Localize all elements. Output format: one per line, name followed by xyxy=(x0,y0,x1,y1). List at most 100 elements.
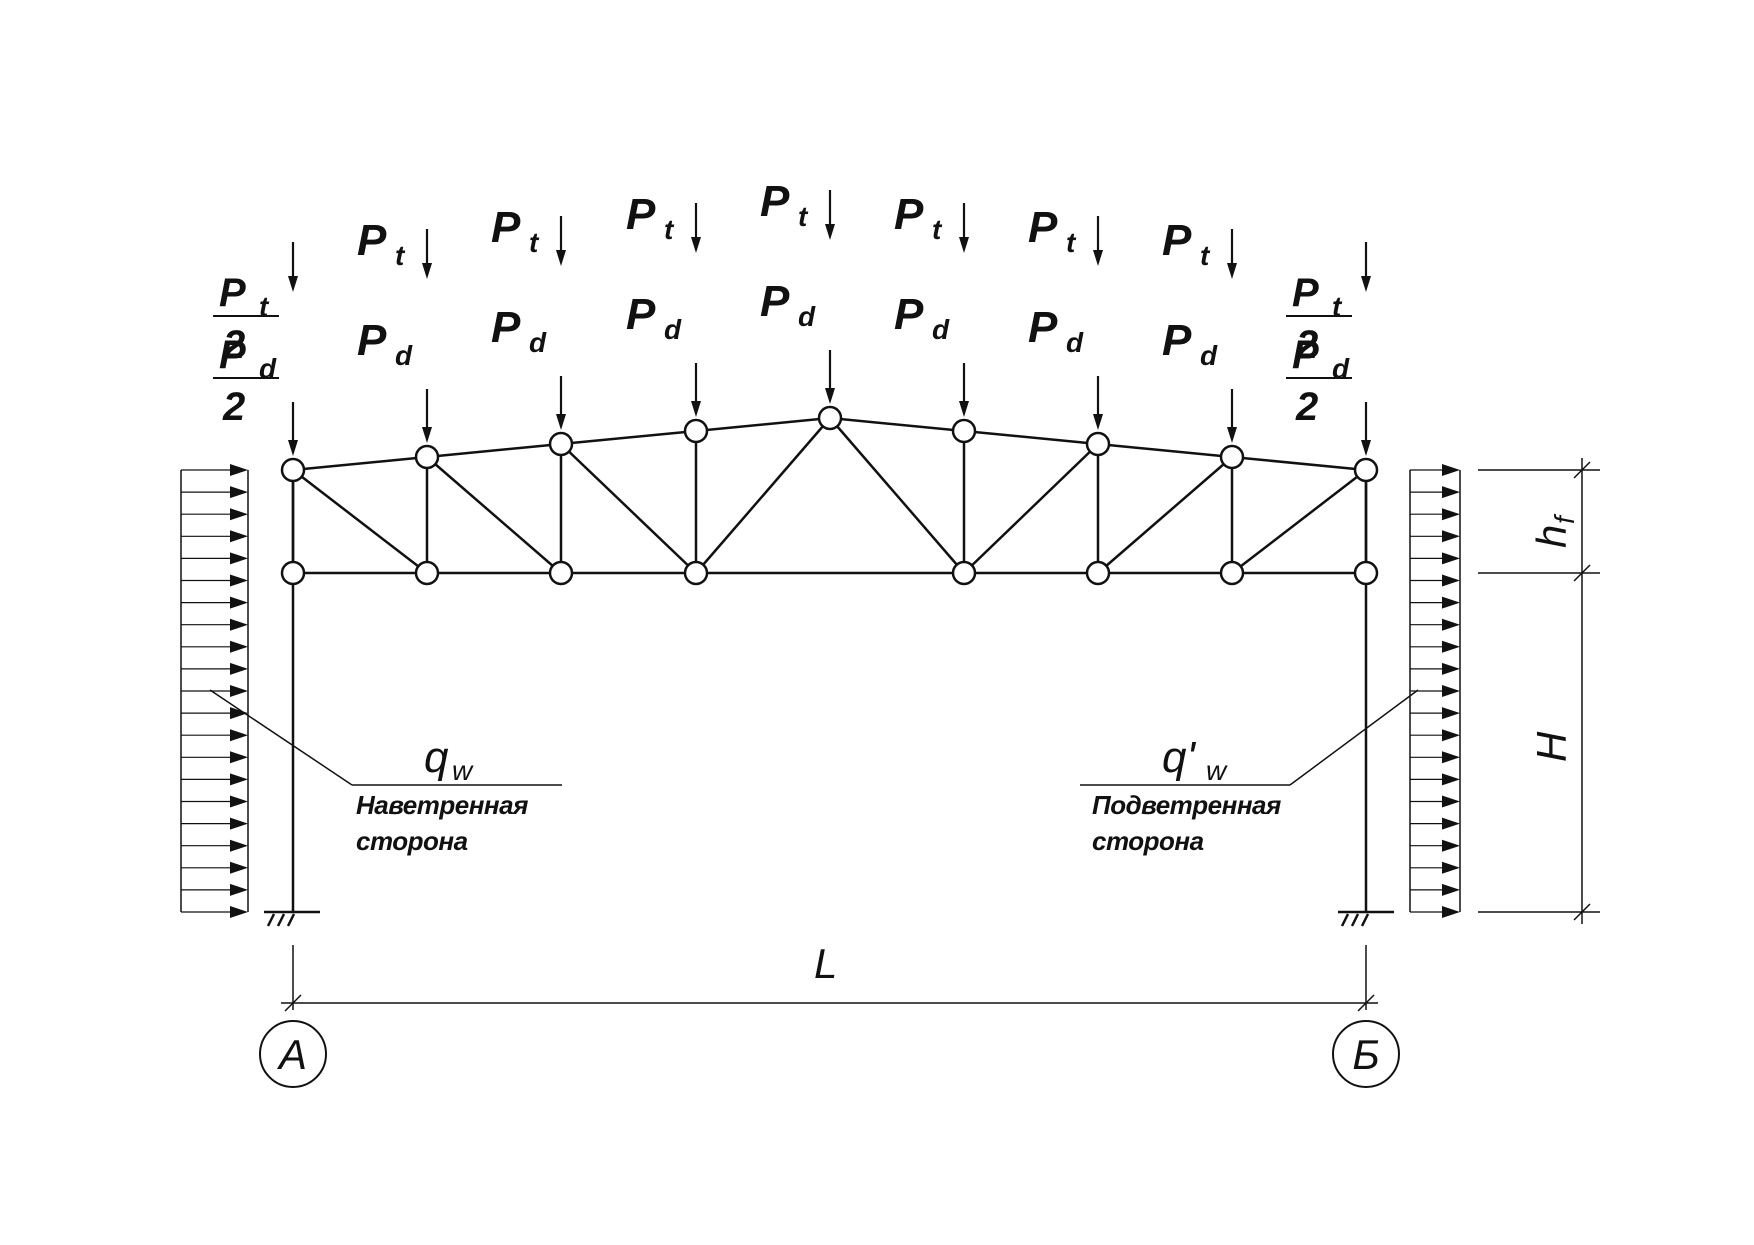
windward-wind-arrow-head xyxy=(230,464,248,476)
pt-load-label-sub: t xyxy=(664,214,675,245)
pd-load-arrow-head xyxy=(288,440,298,456)
diagonal-member xyxy=(560,443,697,574)
truss-height-sub: f xyxy=(1549,513,1580,524)
joint-node xyxy=(548,560,574,586)
pt-load-arrow xyxy=(1361,242,1371,292)
pt-load-label-sub: t xyxy=(932,214,943,245)
pd-load-label-sub: d xyxy=(664,314,682,345)
pd-half-load-label-sub: d xyxy=(259,353,277,384)
leeward-wind-arrow-head xyxy=(1442,530,1460,543)
pd-load-arrow xyxy=(556,376,566,430)
joint-node xyxy=(414,444,440,470)
leeward-wind-arrow-head xyxy=(1442,464,1460,476)
windward-wind-arrow-head xyxy=(230,685,248,697)
windward-label: q w Наветренная сторона xyxy=(209,689,562,856)
windward-wind-arrow-head xyxy=(230,795,248,808)
column-height-dimension: H xyxy=(1528,731,1575,762)
leeward-wind-arrow-head xyxy=(1442,729,1460,742)
joint-node xyxy=(683,418,709,444)
pt-load-arrow xyxy=(422,229,432,279)
leeward-load-symbol: q' xyxy=(1162,733,1196,782)
pd-half-load-label-numerator: P xyxy=(219,333,246,377)
pt-load-arrow-head xyxy=(1093,250,1103,266)
windward-wind-arrow-head xyxy=(230,530,248,543)
pd-load-label-symbol: P xyxy=(760,277,790,326)
leeward-wind-arrow-head xyxy=(1442,618,1460,631)
leeward-wind-arrow-head xyxy=(1442,883,1460,896)
truss-height-label: h xyxy=(1528,525,1575,548)
leeward-wind-arrow-head xyxy=(1442,773,1460,786)
pt-load-label-symbol: P xyxy=(1028,203,1058,252)
leeward-wind-arrow-head xyxy=(1442,640,1460,653)
windward-wind-arrow-head xyxy=(230,773,248,786)
leeward-load-sub: w xyxy=(1206,755,1228,786)
diagonal-member xyxy=(695,417,831,574)
pt-load-label-symbol: P xyxy=(626,190,656,239)
leeward-wind-arrow-head xyxy=(1442,795,1460,808)
pt-load-label-sub: t xyxy=(529,227,540,258)
windward-load-sub: w xyxy=(452,755,474,786)
windward-wind-arrow-head xyxy=(230,618,248,631)
leeward-wind-arrow-head xyxy=(1442,751,1460,764)
windward-wind-arrow-head xyxy=(230,508,248,521)
pt-load-label-symbol: P xyxy=(894,190,924,239)
leeward-wind-arrow-head xyxy=(1442,861,1460,874)
windward-wind-arrow-head xyxy=(230,817,248,830)
pt-load-arrow-head xyxy=(422,263,432,279)
diagonal-member xyxy=(1097,456,1233,574)
windward-note-line1: Наветренная xyxy=(356,790,528,820)
diagonal-member xyxy=(292,469,428,574)
pt-load-arrow xyxy=(1227,229,1237,279)
leeward-wind-arrow-head xyxy=(1442,552,1460,565)
truss-joints xyxy=(280,405,1379,586)
joint-node xyxy=(683,560,709,586)
pt-load-arrow-head xyxy=(1361,276,1371,292)
windward-wind-arrow-head xyxy=(230,640,248,653)
windward-load-symbol: q xyxy=(424,733,449,782)
leeward-note-line1: Подветренная xyxy=(1092,790,1281,820)
pd-load-label-sub: d xyxy=(529,327,547,358)
leeward-note-line2: сторона xyxy=(1092,826,1204,856)
axis-label-left: А xyxy=(276,1031,307,1078)
pt-half-load-label-sub: t xyxy=(259,291,270,322)
pd-load-arrow-head xyxy=(1227,427,1237,443)
pt-load-arrow xyxy=(691,203,701,253)
leeward-wind-arrow-head xyxy=(1442,685,1460,697)
pd-load-arrow xyxy=(1227,389,1237,443)
pd-load-label-symbol: P xyxy=(357,316,387,365)
axis-label-right: Б xyxy=(1352,1031,1379,1078)
windward-wind-arrow-head xyxy=(230,662,248,675)
pd-load-arrow-head xyxy=(959,401,969,417)
diagonal-member xyxy=(426,456,562,574)
fixed-support-right xyxy=(1338,910,1394,927)
pd-load-label-sub: d xyxy=(932,314,950,345)
pt-load-label-sub: t xyxy=(395,240,406,271)
joint-node xyxy=(1219,444,1245,470)
pd-load-arrow xyxy=(825,350,835,404)
joint-node xyxy=(951,418,977,444)
truss-height-dimension: h f xyxy=(1528,513,1580,548)
pd-load-label-symbol: P xyxy=(1028,303,1058,352)
pd-half-load-label-denominator: 2 xyxy=(222,385,245,429)
windward-wind-arrow-head xyxy=(230,751,248,764)
pd-load-arrow-head xyxy=(825,388,835,404)
joint-node xyxy=(1353,560,1379,586)
pt-load-arrow xyxy=(1093,216,1103,266)
windward-wind-arrow-head xyxy=(230,596,248,609)
windward-wind-arrow-head xyxy=(230,906,248,918)
diagonal-member xyxy=(963,443,1099,574)
pt-load-label-symbol: P xyxy=(491,203,521,252)
pd-load-arrow xyxy=(959,363,969,417)
